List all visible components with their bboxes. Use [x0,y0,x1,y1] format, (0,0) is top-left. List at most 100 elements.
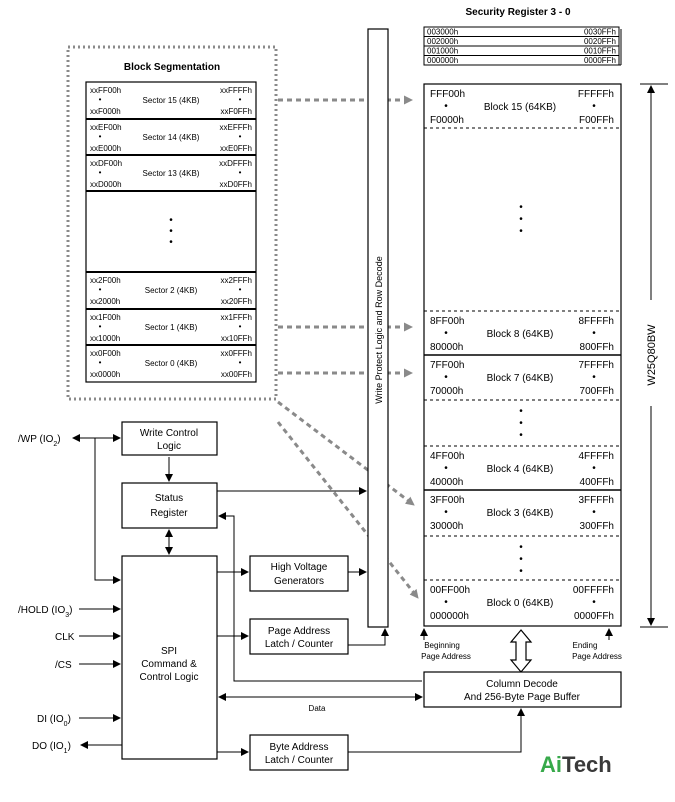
block-start-address: 30000h [430,521,463,532]
security-register-table [423,26,622,66]
ellipsis-dot: • [169,226,173,237]
block-start-address: 4FF00h [430,451,464,462]
sector-end-address: xxD0FFh [220,180,252,189]
sector-bullet: • [99,132,102,141]
ellipsis-dot: • [519,566,523,577]
block-bullet: • [592,463,596,474]
spi-control-block: SPI Command & Control Logic [121,555,218,760]
sector-start-address: xxFF00h [90,86,121,95]
write-control-line1: Write Control [140,428,198,439]
sector-bullet: • [239,168,242,177]
block-end-address: F00FFh [579,115,614,126]
block-label: Block 15 (64KB) [484,102,556,113]
sector-end-address: xx0FFFh [220,349,252,358]
status-register-block: Status Register [121,482,218,529]
sector-bullet: • [239,132,242,141]
sector-bullet: • [99,322,102,331]
high-voltage-line1: High Voltage [271,562,328,573]
sector-label: Sector 13 (4KB) [143,169,200,178]
ending-page-label: Ending [573,641,598,650]
block-end-address: 7FFFFh [578,360,614,371]
ellipsis-dot: • [519,542,523,553]
block-bullet: • [592,372,596,383]
sector-start-address: xxEF00h [90,123,122,132]
sector-start-address: xx2F00h [90,276,121,285]
block-bullet: • [592,597,596,608]
block-start-address: 3FF00h [430,495,464,506]
status-register-line2: Register [150,508,188,519]
chip-dimension [640,83,668,628]
sector-label: Sector 14 (4KB) [143,133,200,142]
column-decode-line1: Column Decode [486,679,558,690]
block-bullet: • [444,597,448,608]
ellipsis-dot: • [519,226,523,237]
sec-reg-row-start: 001000h [427,47,458,56]
block-start-address: 000000h [430,611,469,622]
block-label: Block 7 (64KB) [487,373,554,384]
sector-bullet: • [239,95,242,104]
sector-start-address: xxF000h [90,107,121,116]
sec-reg-row-start: 002000h [427,37,458,46]
sec-reg-row-end: 0000FFh [584,56,616,65]
sector-end-address: xx20FFh [221,297,252,306]
row-decode-label: Write Protect Logic and Row Decode [374,256,384,403]
ellipsis-dot: • [519,430,523,441]
block-segmentation-title: Block Segmentation [124,62,220,73]
sector-label: Sector 1 (4KB) [145,323,198,332]
sector-end-address: xx10FFh [221,334,252,343]
sector-label: Sector 0 (4KB) [145,359,198,368]
ellipsis-dot: • [169,215,173,226]
row-decode-bar [367,28,389,628]
block-end-address: 700FFh [580,386,614,397]
block-end-address: 0000FFh [574,611,614,622]
ending-page-label-2: Page Address [572,652,622,661]
pin-hold: /HOLD (IO3) [18,605,72,619]
page-address-line2: Latch / Counter [265,639,334,650]
ellipsis-dot: • [519,554,523,565]
sec-reg-row-start: 000000h [427,56,458,65]
block-label: Block 0 (64KB) [487,598,554,609]
block-bullet: • [592,507,596,518]
write-control-line2: Logic [157,441,181,452]
sec-reg-row-end: 0020FFh [584,37,616,46]
sector-bullet: • [99,285,102,294]
byte-address-line1: Byte Address [270,742,329,753]
array-ellipsis: • • • • • • • • • [519,202,523,577]
high-voltage-block: High Voltage Generators [249,555,349,592]
sector-bullet: • [239,358,242,367]
block-bullet: • [444,101,448,112]
block-solid-dividers [424,354,621,491]
block-bullet: • [592,101,596,112]
sector-start-address: xx1000h [90,334,120,343]
block-end-address: 300FFh [580,521,614,532]
block-label: Block 3 (64KB) [487,508,554,519]
spi-line3: Control Logic [140,672,199,683]
sector-bullet: • [99,95,102,104]
pin-do: DO (IO1) [32,741,71,755]
spi-line1: SPI [161,646,177,657]
security-register-rows: 003000h 0030FFh 002000h 0020FFh 001000h … [427,28,616,66]
block-start-address: 80000h [430,342,463,353]
block-label: Block 8 (64KB) [487,329,554,340]
block-bullet: • [444,507,448,518]
ellipsis-dot: • [519,214,523,225]
signal-wires [72,434,525,756]
spi-line2: Command & [141,659,197,670]
block-bullet: • [592,328,596,339]
block-end-address: 400FFh [580,477,614,488]
sec-reg-row-end: 0010FFh [584,47,616,56]
sector-table [85,81,257,383]
sector-start-address: xxD000h [90,180,122,189]
sector-end-address: xxF0FFh [220,107,252,116]
pin-cs: /CS [55,660,72,671]
pin-clk: CLK [55,632,75,643]
block-label: Block 4 (64KB) [487,464,554,475]
sector-bullet: • [99,358,102,367]
block-end-address: 8FFFFh [578,316,614,327]
block-bullet: • [444,372,448,383]
double-arrow [509,629,533,673]
block-end-address: 00FFFFh [573,585,614,596]
